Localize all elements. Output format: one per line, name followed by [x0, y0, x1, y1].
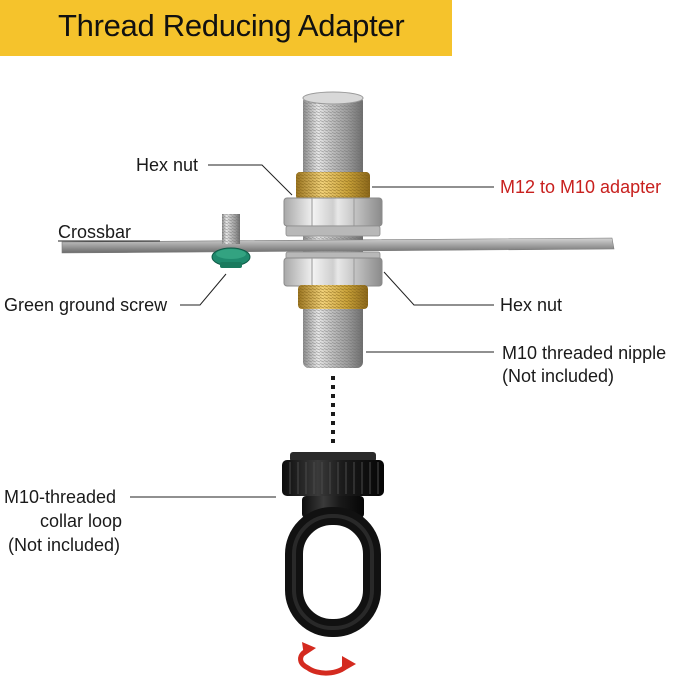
label-hex-nut-bottom: Hex nut	[500, 295, 563, 315]
collar-loop	[282, 452, 384, 637]
hex-nut-top	[283, 197, 383, 237]
brass-adapter-bottom	[298, 285, 368, 309]
brass-adapter-top	[296, 172, 370, 200]
label-nipple-line2: (Not included)	[502, 366, 615, 386]
label-crossbar: Crossbar	[58, 222, 132, 242]
label-green-screw: Green ground screw	[4, 295, 168, 315]
label-collar-line2: collar loop	[40, 511, 123, 531]
page-title: Thread Reducing Adapter	[58, 8, 405, 43]
label-collar-line1: M10-threaded	[4, 487, 117, 507]
label-adapter: M12 to M10 adapter	[500, 177, 662, 197]
crossbar	[61, 237, 615, 254]
leader-hex-nut-bottom	[383, 271, 494, 306]
hex-nut-bottom	[283, 251, 383, 287]
label-hex-nut-top: Hex nut	[136, 155, 199, 175]
leader-hex-nut-top	[208, 164, 293, 196]
rotate-arrows-icon	[298, 642, 356, 676]
label-nipple-line1: M10 threaded nipple	[502, 343, 667, 363]
leader-green-screw	[180, 273, 227, 306]
label-collar-line3: (Not included)	[8, 535, 121, 555]
green-ground-screw	[211, 214, 251, 268]
title-banner: Thread Reducing Adapter	[0, 0, 452, 56]
